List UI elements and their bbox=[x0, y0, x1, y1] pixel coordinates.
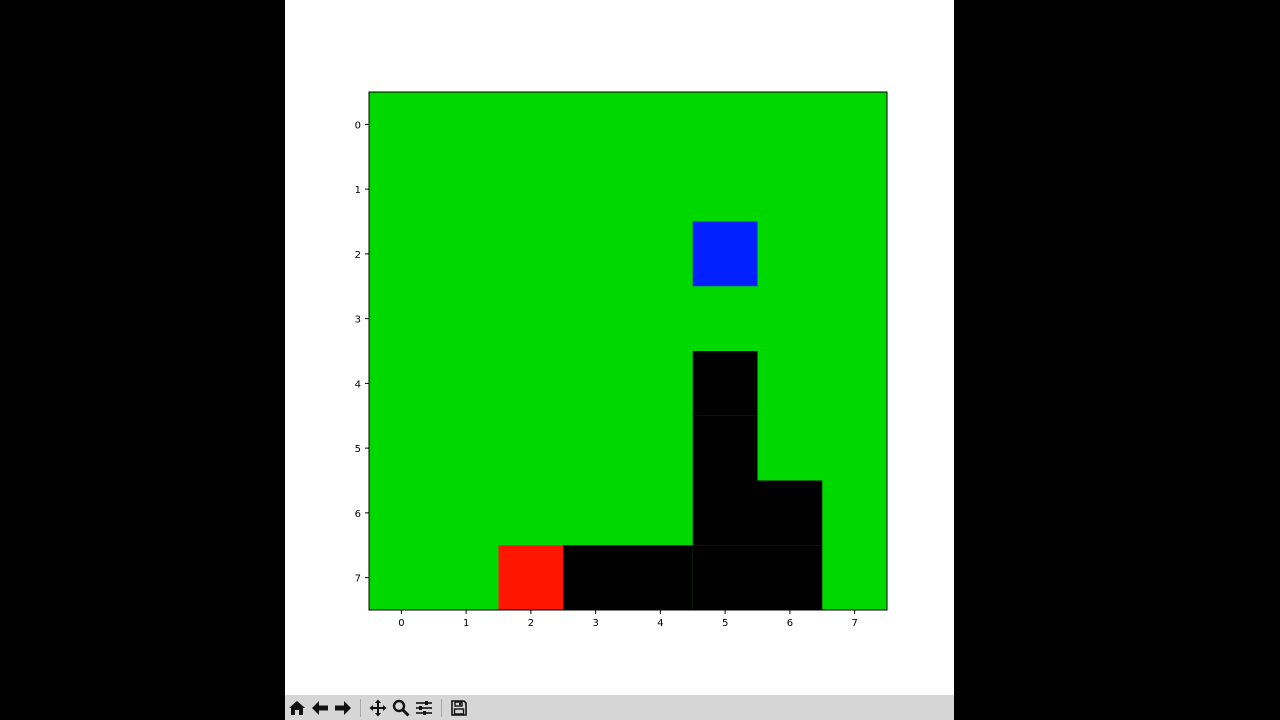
x-tick-label: 0 bbox=[398, 618, 404, 629]
figure-window: 0 1 2 3 4 5 6 7 0 1 2 3 4 5 6 7 bbox=[285, 0, 954, 720]
configure-subplots-icon bbox=[416, 700, 432, 715]
y-tick-label: 4 bbox=[355, 379, 361, 390]
cell-snake-body bbox=[628, 545, 693, 610]
cell-snake-body bbox=[692, 545, 758, 610]
cells-layer bbox=[369, 92, 887, 610]
cell-snake-body bbox=[563, 545, 628, 610]
navigation-toolbar bbox=[285, 695, 954, 720]
cell-snake-head bbox=[498, 545, 564, 610]
forward-arrow-icon bbox=[335, 700, 351, 715]
figure-canvas: 0 1 2 3 4 5 6 7 0 1 2 3 4 5 6 7 bbox=[285, 0, 954, 695]
cell-snake-body bbox=[692, 480, 758, 546]
cell-snake-body bbox=[692, 351, 758, 416]
x-tick-label: 3 bbox=[592, 618, 598, 629]
x-tick-label: 2 bbox=[528, 618, 534, 629]
y-tick-label: 7 bbox=[355, 574, 361, 585]
save-button[interactable] bbox=[448, 697, 470, 719]
y-tick-label: 1 bbox=[355, 185, 361, 196]
home-icon bbox=[289, 700, 305, 715]
back-button[interactable] bbox=[309, 697, 331, 719]
axes-frame bbox=[368, 91, 888, 611]
x-tick-label: 7 bbox=[851, 618, 857, 629]
x-tick-label: 6 bbox=[787, 618, 793, 629]
cell-snake-body bbox=[757, 480, 823, 546]
save-icon bbox=[451, 699, 467, 716]
zoom-button[interactable] bbox=[390, 697, 412, 719]
forward-button[interactable] bbox=[332, 697, 354, 719]
y-tick-label: 6 bbox=[355, 509, 361, 520]
cell-food bbox=[692, 221, 758, 287]
x-tick-label: 1 bbox=[463, 618, 469, 629]
y-tick-label: 0 bbox=[355, 120, 361, 131]
configure-subplots-button[interactable] bbox=[413, 697, 435, 719]
pan-icon bbox=[369, 699, 387, 716]
toolbar-separator bbox=[441, 698, 442, 717]
cell-snake-body bbox=[757, 545, 823, 610]
pan-button[interactable] bbox=[367, 697, 389, 719]
heatmap-plot: 0 1 2 3 4 5 6 7 0 1 2 3 4 5 6 7 bbox=[355, 91, 888, 629]
ticks-layer: 0 1 2 3 4 5 6 7 0 1 2 3 4 5 6 7 bbox=[355, 120, 858, 629]
x-tick-label: 5 bbox=[722, 618, 728, 629]
home-button[interactable] bbox=[286, 697, 308, 719]
toolbar-separator bbox=[360, 698, 361, 717]
x-tick-label: 4 bbox=[657, 618, 663, 629]
y-tick-label: 5 bbox=[355, 444, 361, 455]
back-arrow-icon bbox=[312, 700, 328, 715]
zoom-magnifier-icon bbox=[392, 699, 410, 717]
y-tick-label: 2 bbox=[355, 250, 361, 261]
y-tick-label: 3 bbox=[355, 315, 361, 326]
cell-snake-body bbox=[692, 415, 758, 481]
